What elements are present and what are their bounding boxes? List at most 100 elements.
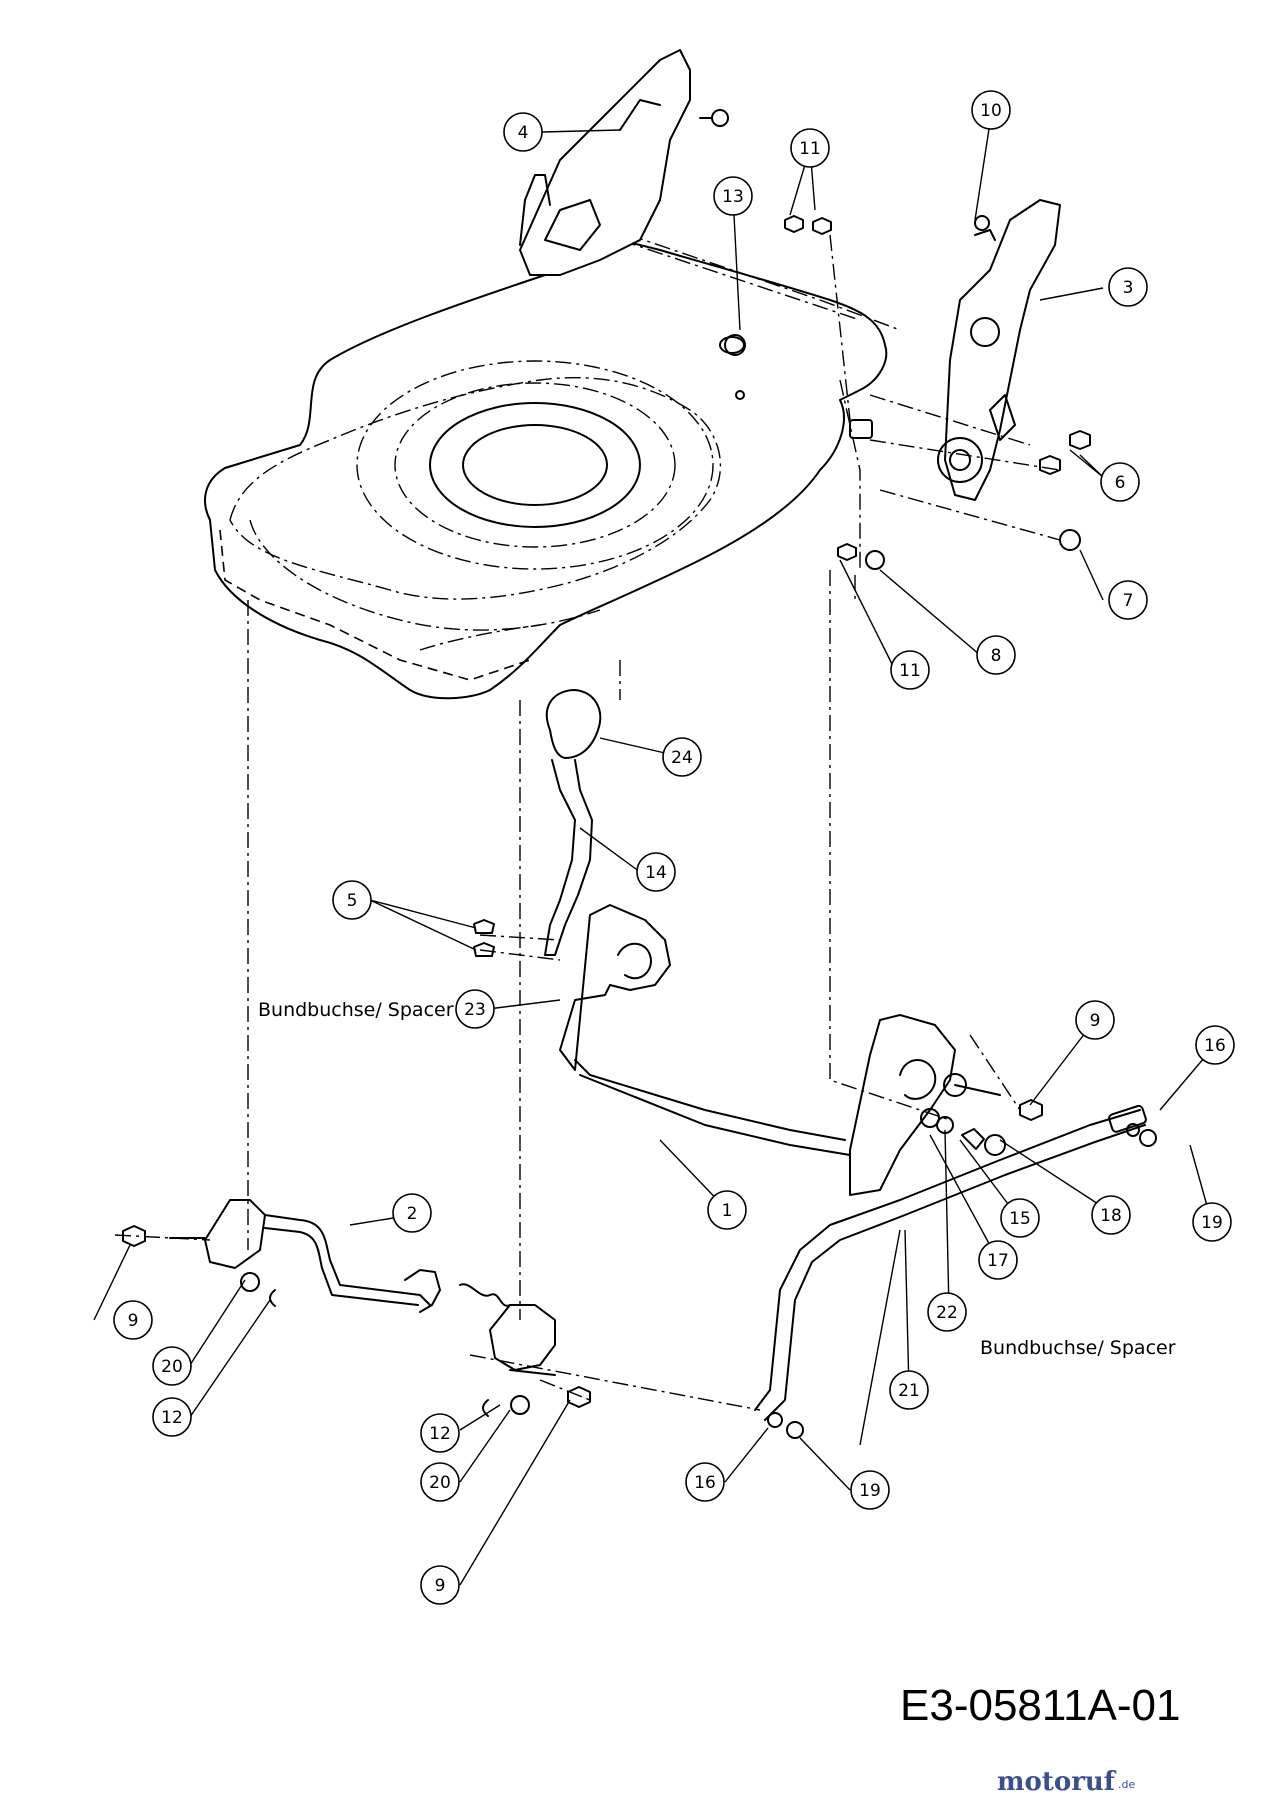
callout-number: 7 — [1123, 591, 1134, 611]
callout-circle — [420, 1462, 460, 1502]
watermark-text: motoruf — [997, 1767, 1117, 1797]
callout-number: 13 — [722, 187, 744, 207]
callout-c10: 10 — [971, 90, 1011, 130]
callout-c17: 17 — [978, 1240, 1018, 1280]
callout-circle — [850, 1470, 890, 1510]
callout-circle — [685, 1462, 725, 1502]
callout-c3: 3 — [1108, 267, 1148, 307]
callout-c11b: 11 — [890, 650, 930, 690]
callout-c12b: 12 — [420, 1413, 460, 1453]
hardware — [122, 215, 1157, 1439]
callout-number: 15 — [1009, 1209, 1031, 1229]
callout-circle — [1100, 462, 1140, 502]
callout-number: 17 — [987, 1251, 1009, 1271]
callout-circle — [662, 737, 702, 777]
callout-circle — [1195, 1025, 1235, 1065]
callout-c7: 7 — [1108, 580, 1148, 620]
callout-c8: 8 — [976, 635, 1016, 675]
spacer-label-right: Bundbuchse/ Spacer — [980, 1337, 1176, 1359]
callout-number: 5 — [347, 891, 358, 911]
callout-c11a: 11 — [790, 128, 830, 168]
callout-number: 9 — [128, 1311, 139, 1331]
callout-c20b: 20 — [420, 1462, 460, 1502]
callout-circle — [1192, 1202, 1232, 1242]
callout-c21: 21 — [889, 1370, 929, 1410]
callout-number: 6 — [1115, 473, 1126, 493]
callout-circle — [1108, 580, 1148, 620]
callout-number: 20 — [429, 1473, 451, 1493]
center-lines — [114, 234, 1061, 1411]
callout-number: 9 — [435, 1576, 446, 1596]
callout-circle — [790, 128, 830, 168]
callout-circle — [889, 1370, 929, 1410]
callout-number: 2 — [407, 1204, 418, 1224]
callout-circle — [890, 650, 930, 690]
callout-circle — [976, 635, 1016, 675]
drawing-code: E3-05811A-01 — [900, 1681, 1181, 1730]
callout-circle — [420, 1413, 460, 1453]
callout-number: 9 — [1090, 1011, 1101, 1031]
callout-circle — [392, 1193, 432, 1233]
callout-c2: 2 — [392, 1193, 432, 1233]
callout-c20a: 20 — [152, 1346, 192, 1386]
callout-number: 19 — [859, 1481, 881, 1501]
watermark-suffix: .de — [1118, 1778, 1135, 1791]
callout-number: 24 — [671, 748, 693, 768]
callout-c16b: 16 — [685, 1462, 725, 1502]
callout-circle — [707, 1190, 747, 1230]
callout-c4: 4 — [503, 112, 543, 152]
leader-lines — [93, 115, 1216, 1586]
callout-circle — [152, 1346, 192, 1386]
callout-c24: 24 — [662, 737, 702, 777]
callout-c19a: 19 — [1192, 1202, 1232, 1242]
callout-number: 12 — [161, 1408, 183, 1428]
callout-circle — [636, 852, 676, 892]
callout-circle — [971, 90, 1011, 130]
callout-number: 22 — [936, 1303, 958, 1323]
callout-c18: 18 — [1091, 1195, 1131, 1235]
rear-axle-assembly — [559, 904, 1001, 1196]
callout-c15: 15 — [1000, 1198, 1040, 1238]
callout-circle — [1000, 1198, 1040, 1238]
callout-circle — [927, 1292, 967, 1332]
callout-circle — [1075, 1000, 1115, 1040]
callout-c9b: 9 — [1075, 1000, 1115, 1040]
callout-circle — [455, 989, 495, 1029]
mower-deck — [204, 224, 901, 700]
callout-c22: 22 — [927, 1292, 967, 1332]
callout-circle — [113, 1300, 153, 1340]
callout-c19b: 19 — [850, 1470, 890, 1510]
callout-number: 16 — [694, 1473, 716, 1493]
callout-c16a: 16 — [1195, 1025, 1235, 1065]
callout-number: 14 — [645, 863, 667, 883]
callout-c9c: 9 — [420, 1565, 460, 1605]
callout-c14: 14 — [636, 852, 676, 892]
side-connecting-bar — [754, 1104, 1147, 1421]
callout-c9a: 9 — [113, 1300, 153, 1340]
callout-number: 21 — [898, 1381, 920, 1401]
callout-number: 16 — [1204, 1036, 1226, 1056]
spacer-label-left: Bundbuchse/ Spacer — [258, 999, 454, 1021]
callout-number: 11 — [799, 139, 821, 159]
adjust-lever — [544, 689, 602, 956]
callout-number: 1 — [722, 1201, 733, 1221]
callout-number: 3 — [1123, 278, 1134, 298]
callout-circle — [978, 1240, 1018, 1280]
callout-c6: 6 — [1100, 462, 1140, 502]
callout-number: 10 — [980, 101, 1002, 121]
callout-number: 4 — [518, 123, 529, 143]
watermark-logo: motoruf .de — [997, 1767, 1135, 1797]
callout-c23: 23 — [455, 989, 495, 1029]
callout-circle — [420, 1565, 460, 1605]
callout-number: 18 — [1100, 1206, 1122, 1226]
callout-number: 12 — [429, 1424, 451, 1444]
callout-number: 20 — [161, 1357, 183, 1377]
callout-c13: 13 — [713, 176, 753, 216]
callout-number: 8 — [991, 646, 1002, 666]
callout-circle — [332, 880, 372, 920]
callout-circle — [503, 112, 543, 152]
callout-number: 19 — [1201, 1213, 1223, 1233]
